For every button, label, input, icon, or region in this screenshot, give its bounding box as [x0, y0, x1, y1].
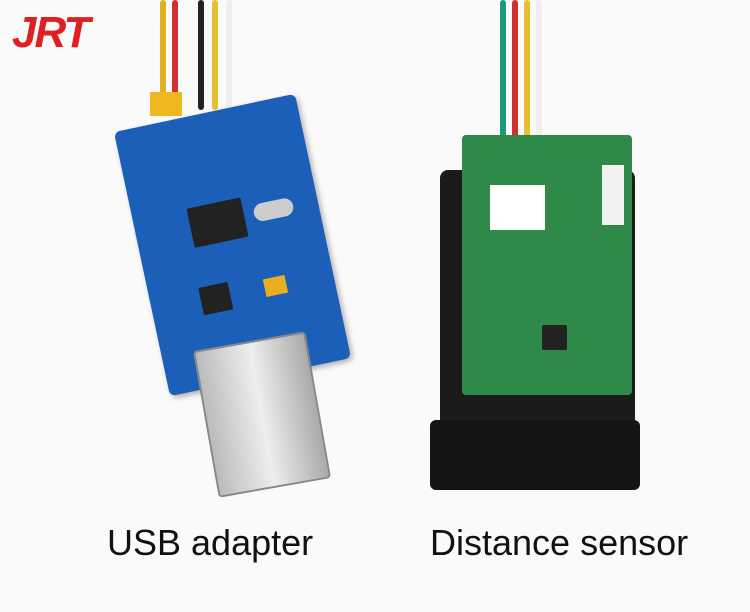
wire-green	[500, 0, 506, 140]
wire-red	[172, 0, 178, 110]
regulator	[198, 281, 234, 316]
distance-sensor-caption: Distance sensor	[430, 522, 689, 563]
lens-cap	[430, 420, 640, 490]
usb-adapter-caption: USB adapter	[107, 522, 314, 563]
crystal	[252, 196, 295, 223]
connector	[602, 165, 624, 225]
wire-white	[536, 0, 542, 140]
jrt-logo: JRT	[12, 8, 90, 57]
sensor-pcb	[462, 135, 632, 395]
wire-yellow-2	[212, 0, 218, 110]
wire-yellow	[160, 0, 166, 110]
wire-black	[198, 0, 204, 110]
jumper	[150, 92, 182, 116]
usb-chip	[186, 197, 249, 248]
wire-white	[226, 0, 232, 110]
sensor-sticker	[490, 185, 545, 230]
wire-yellow	[524, 0, 530, 140]
sensor-chip	[542, 325, 567, 350]
capacitor	[262, 274, 289, 298]
wire-red	[512, 0, 518, 140]
